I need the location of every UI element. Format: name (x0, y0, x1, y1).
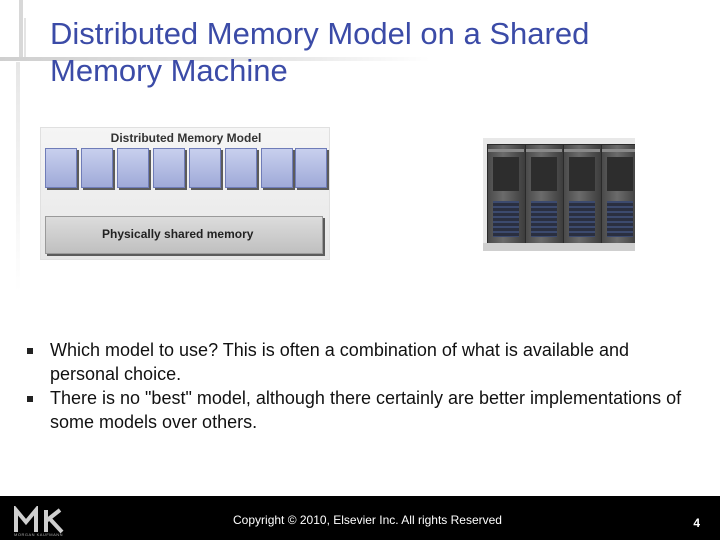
decorative-vertical-bar-inner (24, 18, 26, 58)
cabinet (487, 144, 527, 246)
supercomputer-photo (483, 138, 635, 251)
processor-box (189, 148, 221, 188)
bullet-text: Which model to use? This is often a comb… (50, 340, 629, 384)
slide-title: Distributed Memory Model on a Shared Mem… (50, 16, 590, 88)
page-number: 4 (693, 516, 700, 530)
diagram-header: Distributed Memory Model (110, 131, 262, 145)
slide-footer: MORGAN KAUFMANN Copyright © 2010, Elsevi… (0, 496, 720, 540)
processor-box (295, 148, 327, 188)
bullet-item: There is no "best" model, although there… (24, 386, 684, 434)
square-bullet-icon (27, 348, 33, 354)
photo-floor (483, 243, 635, 251)
shared-memory-label: Physically shared memory (102, 227, 254, 241)
processor-box (261, 148, 293, 188)
decorative-vertical-bar (19, 0, 23, 58)
bullet-list: Which model to use? This is often a comb… (24, 338, 684, 434)
cabinet (563, 144, 603, 246)
cabinet (525, 144, 565, 246)
decorative-side-shadow (16, 62, 20, 292)
processor-box (153, 148, 185, 188)
bullet-item: Which model to use? This is often a comb… (24, 338, 684, 386)
copyright-text: Copyright © 2010, Elsevier Inc. All righ… (233, 513, 502, 527)
processor-box (117, 148, 149, 188)
processor-box (225, 148, 257, 188)
processor-box (45, 148, 77, 188)
processor-row (45, 148, 327, 190)
logo-text: MORGAN KAUFMANN (14, 532, 64, 537)
mk-logo-icon (14, 506, 64, 534)
distributed-memory-diagram: Distributed Memory Model Physically shar… (40, 127, 330, 260)
cabinet (601, 144, 635, 246)
square-bullet-icon (27, 396, 33, 402)
processor-box (81, 148, 113, 188)
bullet-text: There is no "best" model, although there… (50, 388, 682, 432)
shared-memory-box: Physically shared memory (45, 216, 323, 254)
decorative-horizontal-bar (0, 57, 430, 61)
